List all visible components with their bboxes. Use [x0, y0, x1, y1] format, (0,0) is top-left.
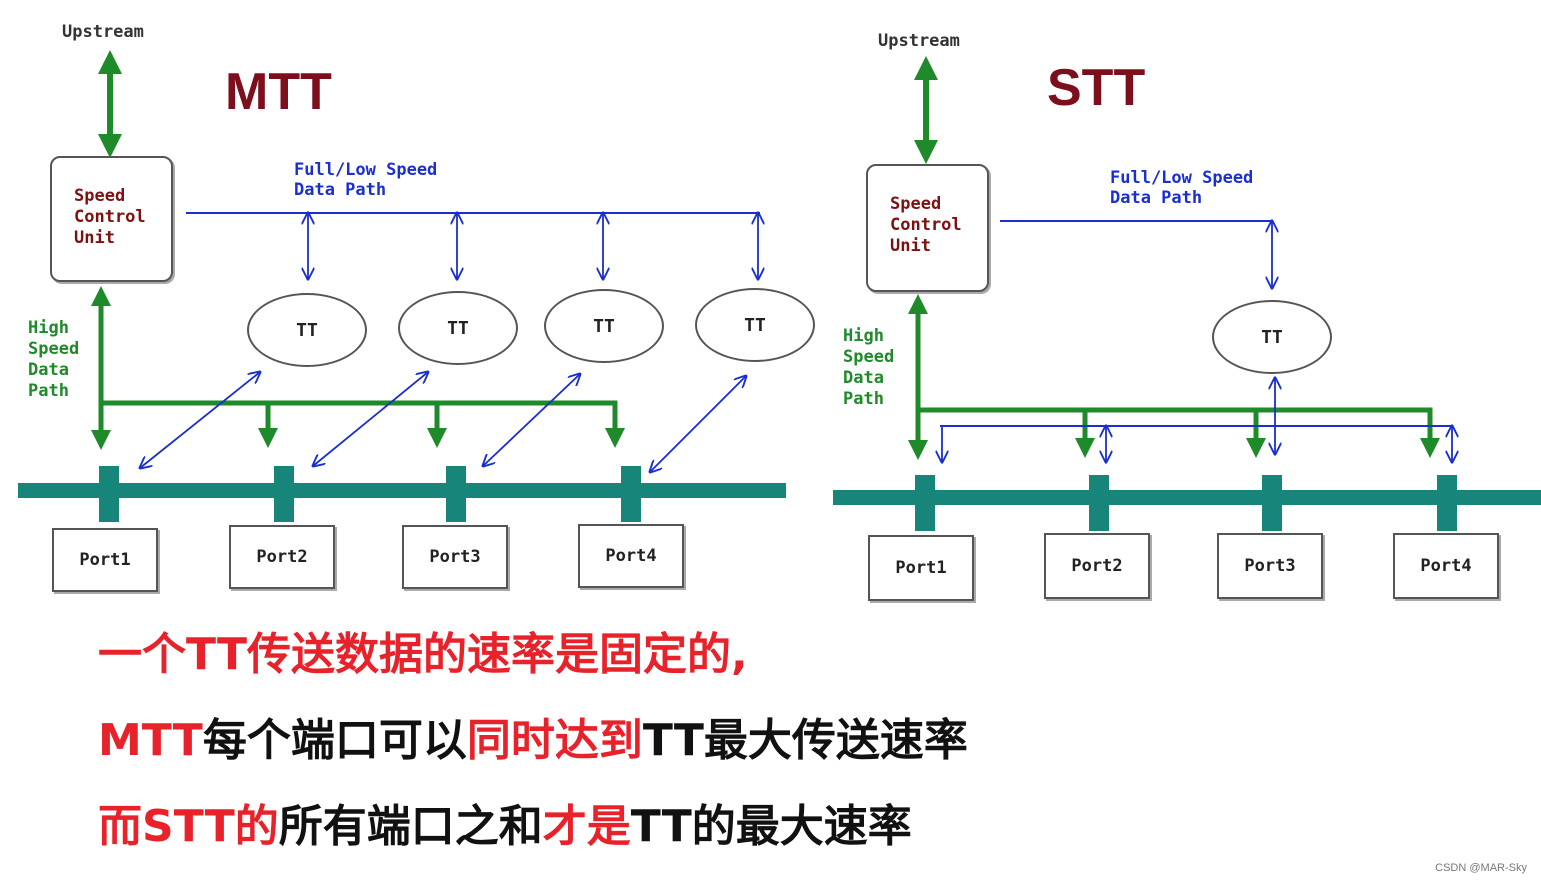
caption-segment: 所有端口之和 [278, 801, 543, 852]
stt-heading: STT [1047, 59, 1146, 117]
stt-hs-label: High Speed Data Path [843, 326, 895, 409]
caption-segment: TT的最大速率 [630, 801, 912, 852]
scu-line: Speed [890, 194, 942, 214]
scu-line: Control [890, 215, 962, 235]
mtt-heading: MTT [225, 63, 332, 121]
mtt-tt-node: TT [398, 291, 518, 365]
mtt-tt-port-arrow [483, 374, 580, 466]
stt-upstream-label: Upstream [878, 31, 960, 51]
stt-port-stub [1262, 475, 1282, 531]
mtt-port-stub [446, 466, 466, 522]
scu-line: Unit [890, 236, 931, 256]
scu-line: Unit [74, 228, 115, 248]
caption-line-3: 而STT的所有端口之和才是TT的最大速率 [98, 800, 912, 854]
mtt-hub-bus [18, 483, 786, 498]
stt-port: Port4 [1393, 533, 1499, 599]
stt-tt-node: TT [1212, 300, 1332, 374]
stt-port-stub [1437, 475, 1457, 531]
scu-line: Control [74, 207, 146, 227]
mtt-hs-bus [101, 400, 625, 448]
stt-fl-label: Full/Low Speed Data Path [1110, 168, 1254, 208]
stt-port: Port3 [1217, 533, 1323, 599]
caption-segment: 一个TT传送数据的速率是固定的, [98, 629, 748, 680]
stt-port: Port1 [868, 535, 974, 601]
mtt-port: Port3 [402, 525, 508, 589]
caption-segment: MTT [98, 715, 203, 766]
mtt-tt-node: TT [247, 293, 367, 367]
mtt-hs-label: High Speed Data Path [28, 318, 80, 401]
mtt-port-stub [274, 466, 294, 522]
stt-port-stub [915, 475, 935, 531]
mtt-tt-port-arrow [140, 372, 260, 468]
caption-segment: TT最大传送速率 [642, 715, 968, 766]
stt-hub-bus [833, 490, 1541, 505]
mtt-tt-port-arrow [313, 372, 428, 466]
mtt-speed-control-unit: Speed Control Unit [50, 156, 173, 282]
mtt-port: Port4 [578, 524, 684, 588]
mtt-tt-node: TT [544, 289, 664, 363]
stt-speed-control-unit: Speed Control Unit [866, 164, 989, 292]
caption-segment: 每个端口可以 [202, 715, 467, 766]
caption-segment: 而STT的 [98, 801, 279, 852]
mtt-upstream-label: Upstream [62, 22, 144, 42]
mtt-port: Port1 [52, 528, 158, 592]
stt-port: Port2 [1044, 533, 1150, 599]
mtt-port-stub [621, 466, 641, 522]
mtt-port: Port2 [229, 525, 335, 589]
mtt-tt-port-arrow [650, 376, 746, 472]
credit-watermark: CSDN @MAR-Sky [1435, 862, 1527, 874]
caption-segment: 同时达到 [466, 715, 643, 766]
stt-port-stub [1089, 475, 1109, 531]
stt-hs-bus [918, 407, 1440, 458]
scu-line: Speed [74, 186, 126, 206]
caption-segment: 才是 [542, 801, 631, 852]
caption-line-2: MTT每个端口可以同时达到TT最大传送速率 [98, 714, 968, 768]
mtt-fl-label: Full/Low Speed Data Path [294, 160, 438, 200]
mtt-port-stub [99, 466, 119, 522]
caption-line-1: 一个TT传送数据的速率是固定的, [98, 628, 748, 682]
mtt-tt-node: TT [695, 288, 815, 362]
